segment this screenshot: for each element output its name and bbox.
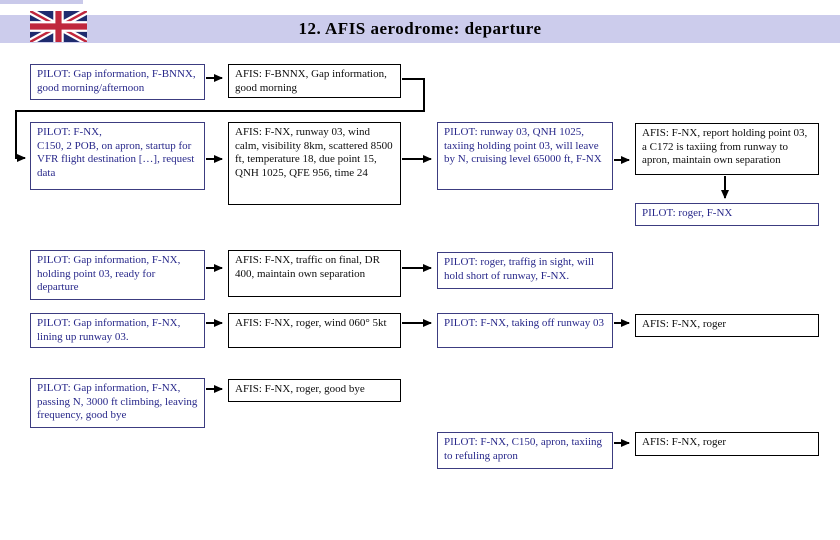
pilot-box: PILOT: F-NX, C150, apron, taxiing to ref… — [437, 432, 613, 469]
afis-box: AFIS: F-NX, roger, good bye — [228, 379, 401, 402]
afis-box: AFIS: F-NX, traffic on final, DR 400, ma… — [228, 250, 401, 297]
pilot-box: PILOT: Gap information, F-BNNX, good mor… — [30, 64, 205, 100]
pilot-box: PILOT: roger, traffig in sight, will hol… — [437, 252, 613, 289]
pilot-box: PILOT: F-NX, taking off runway 03 — [437, 313, 613, 348]
afis-box: AFIS: F-NX, roger — [635, 432, 819, 456]
pilot-box: PILOT: Gap information, F-NX, passing N,… — [30, 378, 205, 428]
pilot-box: PILOT: F-NX, C150, 2 POB, on apron, star… — [30, 122, 205, 190]
afis-box: AFIS: F-NX, roger — [635, 314, 819, 337]
pilot-box: PILOT: runway 03, QNH 1025, taxiing hold… — [437, 122, 613, 190]
pilot-box: PILOT: roger, F-NX — [635, 203, 819, 226]
top-accent-strip — [0, 0, 83, 4]
pilot-box: PILOT: Gap information, F-NX, holding po… — [30, 250, 205, 300]
afis-box: AFIS: F-NX, runway 03, wind calm, visibi… — [228, 122, 401, 205]
uk-flag-icon — [30, 11, 87, 42]
afis-box: AFIS: F-NX, roger, wind 060° 5kt — [228, 313, 401, 348]
page-title: 12. AFIS aerodrome: departure — [298, 19, 542, 38]
header-band — [0, 15, 840, 43]
afis-box: AFIS: F-BNNX, Gap information, good morn… — [228, 64, 401, 98]
afis-box: AFIS: F-NX, report holding point 03, a C… — [635, 123, 819, 175]
pilot-box: PILOT: Gap information, F-NX, lining up … — [30, 313, 205, 348]
